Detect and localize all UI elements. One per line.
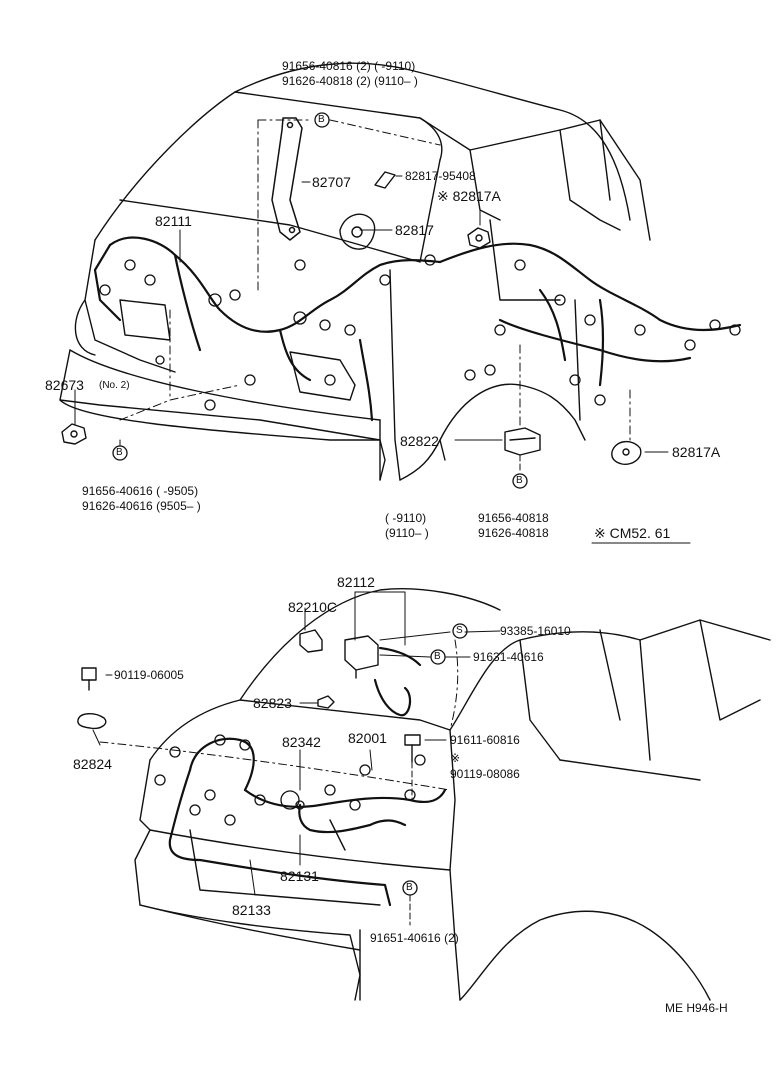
diagram-code: ME H946-H: [665, 1001, 728, 1015]
clip-90119-06005: [81, 667, 97, 691]
part-label-82817A-right: 82817A: [672, 444, 721, 460]
clip-82673: [61, 423, 87, 445]
part-label-82111: 82111: [155, 213, 192, 229]
bottom-leader-lines: [92, 591, 501, 926]
part-label-82823: 82823: [253, 695, 292, 711]
part-label-82673-note: (No. 2): [99, 380, 130, 391]
part-label-90119-08086-mark: ※: [450, 751, 461, 765]
part-label-82822: 82822: [400, 433, 439, 449]
part-label-82001: 82001: [348, 730, 387, 746]
part-label-bolt-c-right-1: 91656-40818: [478, 511, 549, 525]
top-leader-lines: [74, 119, 691, 544]
part-label-82112: 82112: [337, 574, 375, 590]
part-label-82824: 82824: [73, 756, 112, 772]
clip-82817A-top: [467, 227, 491, 249]
bottom-wiring-harness: [168, 646, 447, 907]
part-label-93385-16010: 93385-16010: [500, 624, 571, 638]
clip-82823: [317, 695, 335, 709]
part-label-bolt-c-left-1: ( -9110): [385, 511, 427, 525]
part-label-90119-08086: 90119-08086: [450, 767, 520, 781]
part-label-82817: 82817: [395, 222, 434, 238]
part-label-bolt-c-right-2: 91626-40818: [478, 526, 549, 540]
reference-note: ※ CM52. 61: [594, 525, 671, 541]
bolt-marker-letter: B: [516, 475, 523, 486]
clip-82817A-right: [611, 441, 642, 465]
part-label-82133: 82133: [232, 902, 271, 918]
part-label-82817-95408: 82817-95408: [405, 169, 476, 183]
clamp-82822: [504, 427, 541, 456]
part-label-82673: 82673: [45, 377, 84, 393]
relay-82112: [344, 635, 379, 679]
top-wiring-harness: [93, 236, 742, 422]
bottom-connectors: [154, 734, 426, 826]
part-label-bolt-a-1: 91656-40816 (2) ( -9110): [282, 59, 416, 73]
part-label-82707: 82707: [312, 174, 351, 190]
bolt-marker-letter: B: [406, 882, 413, 893]
top-connectors: [99, 254, 741, 411]
bottom-markers: [402, 623, 468, 896]
clip-82824: [77, 713, 107, 730]
part-label-bolt-b-2: 91626-40616 (9505– ): [82, 499, 201, 513]
bottom-vehicle-body: [134, 588, 771, 1001]
part-label-bolt-a-2: 91626-40818 (2) (9110– ): [282, 74, 418, 88]
part-label-82817A-top: ※ 82817A: [437, 188, 501, 204]
bolt-marker-letter: B: [434, 651, 441, 662]
relay-82210C: [299, 629, 323, 653]
bolt-marker-letter: B: [318, 114, 325, 125]
part-label-82342: 82342: [282, 734, 321, 750]
part-label-bolt-b-1: 91656-40616 ( -9505): [82, 484, 199, 498]
top-vehicle-body: [59, 62, 651, 481]
part-label-82131: 82131: [280, 868, 319, 884]
clip-82817: [339, 213, 376, 250]
part-label-90119-06005: 90119-06005: [114, 668, 184, 682]
screw-marker-letter: S: [456, 625, 463, 636]
part-label-91631-40616: 91631-40616: [473, 650, 544, 664]
bolt-marker-letter: B: [116, 447, 123, 458]
bolt-marker-top: [112, 112, 528, 489]
tag-82817-95408: [374, 171, 396, 189]
part-label-82210C: 82210C: [288, 599, 338, 615]
part-label-bolt-c-left-2: (9110– ): [385, 526, 429, 540]
bolt-91611: [404, 734, 421, 763]
part-label-91611-60816: 91611-60816: [450, 733, 520, 747]
part-label-91651-40616: 91651-40616 (2): [370, 931, 459, 945]
bracket-82707: [271, 117, 303, 241]
